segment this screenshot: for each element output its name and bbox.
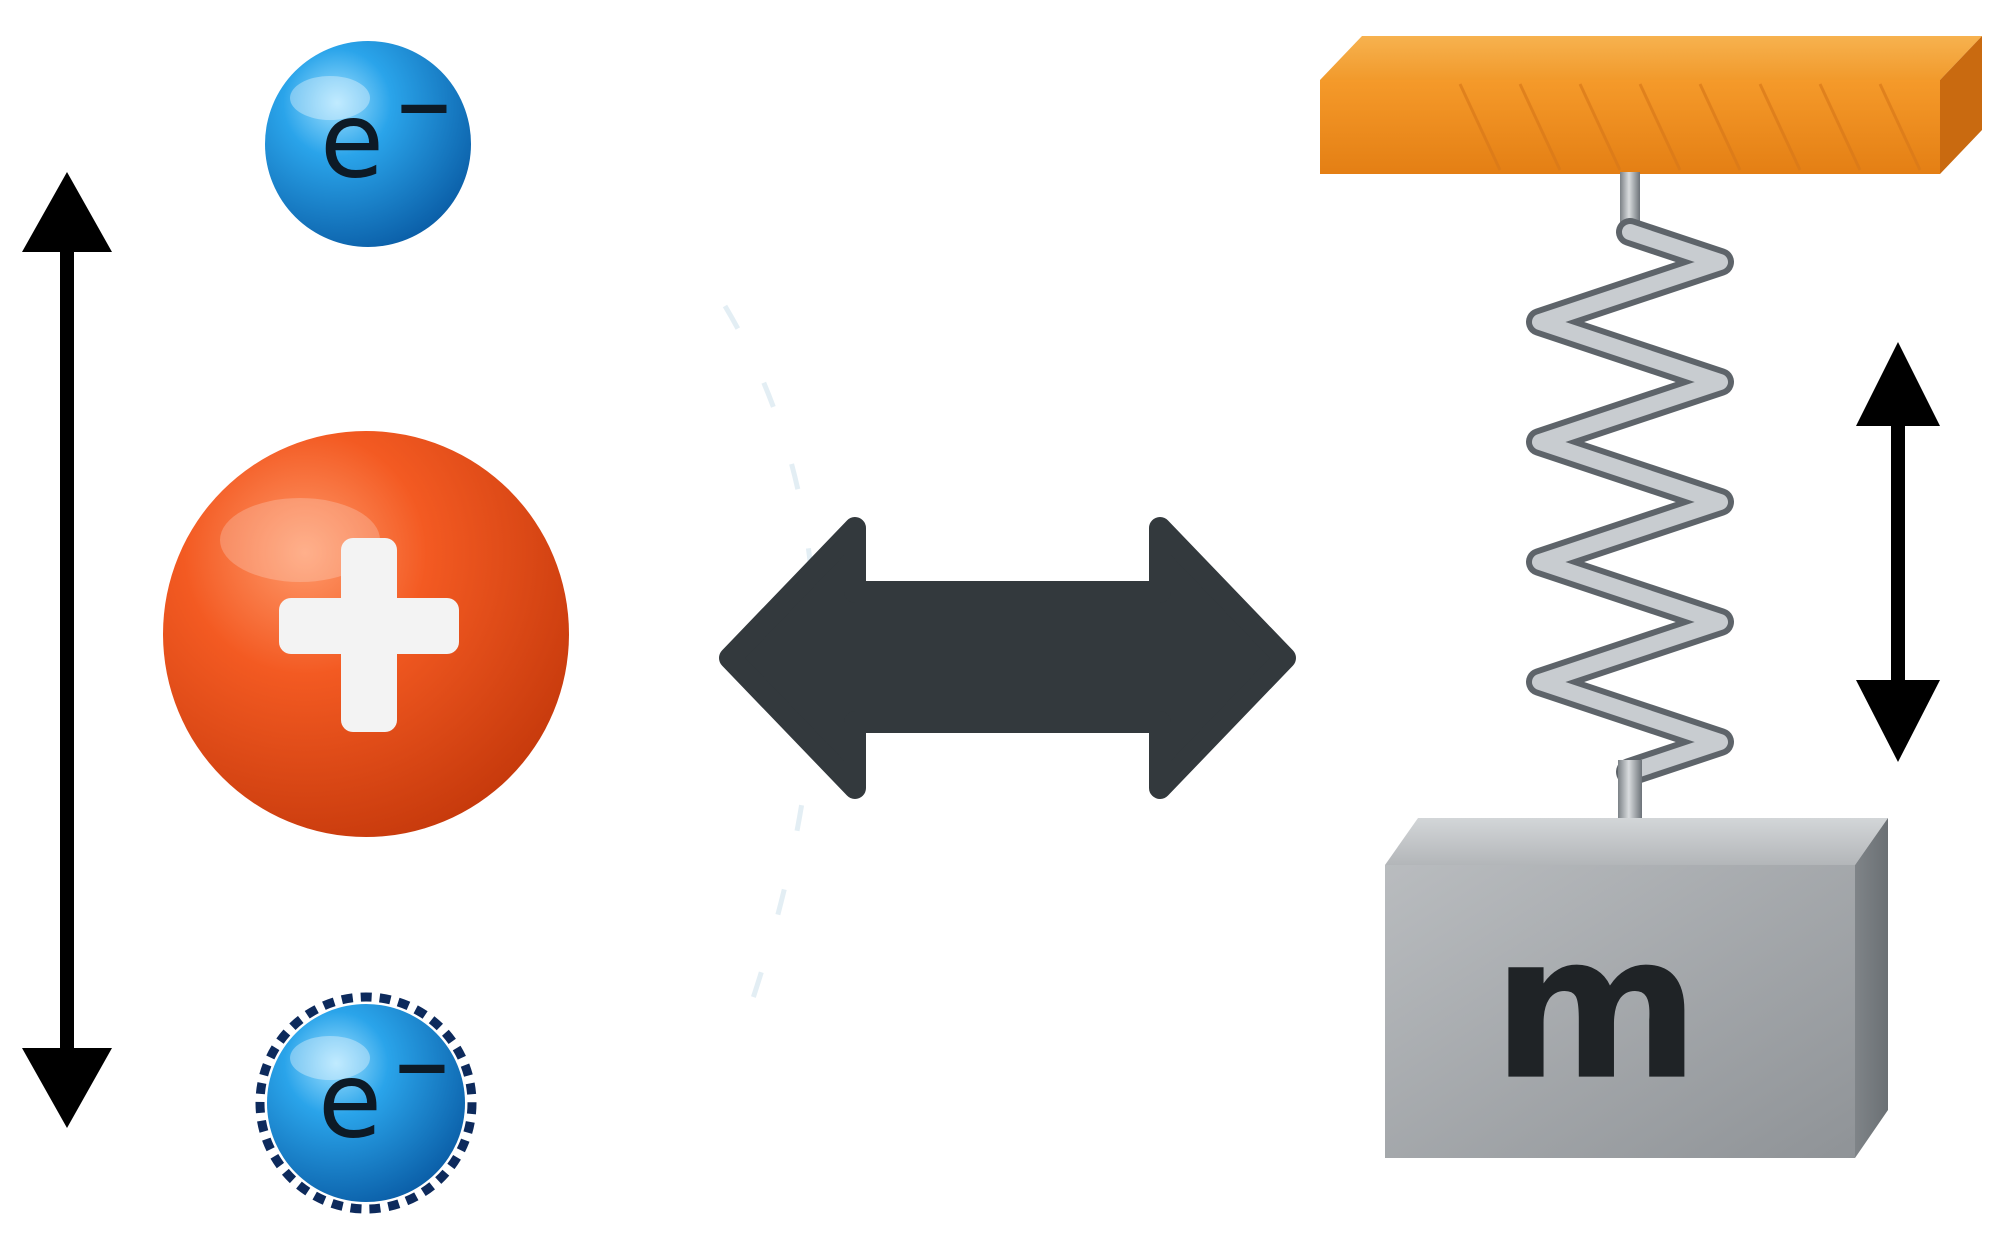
- vertical-oscillation-arrow-left: [22, 172, 112, 1128]
- analogy-double-arrow: [719, 517, 1296, 799]
- ceiling-plate: [1320, 36, 1982, 174]
- electron-bottom-symbol: e: [318, 1039, 382, 1161]
- nucleus: [163, 431, 569, 837]
- mass-block: m: [1385, 818, 1888, 1158]
- electron-top: e −: [265, 41, 471, 247]
- mass-label: m: [1492, 892, 1700, 1125]
- electron-top-symbol: e: [320, 79, 384, 201]
- electron-bottom-charge: −: [392, 1025, 452, 1109]
- spring: [1526, 172, 1734, 850]
- plus-icon: [279, 538, 459, 732]
- vertical-oscillation-arrow-right: [1856, 342, 1940, 762]
- electron-top-charge: −: [394, 65, 454, 149]
- electron-bottom: e −: [255, 992, 477, 1214]
- wood-grain: [1458, 83, 1922, 171]
